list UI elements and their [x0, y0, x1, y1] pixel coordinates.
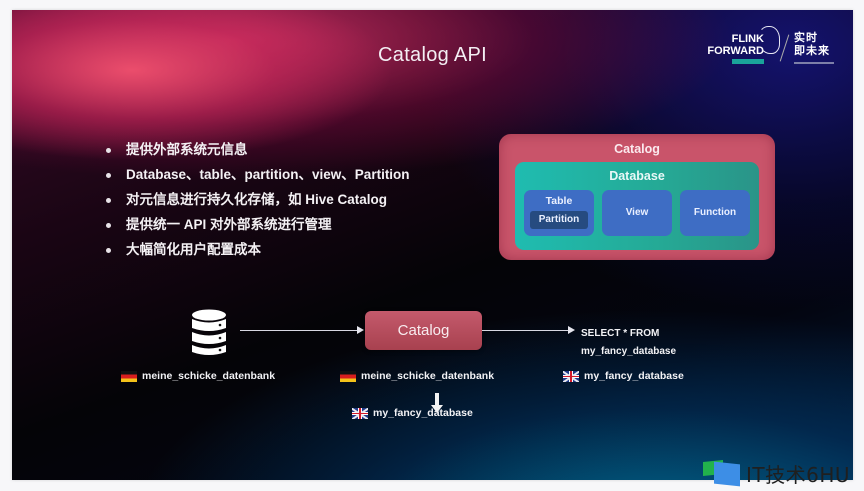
- bullet-text: Database、table、partition、view、Partition: [126, 167, 410, 182]
- database-label: Database: [609, 169, 665, 183]
- bullet-text: 对元信息进行持久化存储，如 Hive Catalog: [126, 192, 388, 207]
- partition-box: Partition: [530, 211, 588, 229]
- logo-cn-subtitle: [794, 62, 834, 64]
- target-db-label: my_fancy_database: [563, 370, 684, 382]
- table-box: Table Partition: [524, 190, 594, 236]
- logo-cn-text: 实时 即未来: [794, 32, 830, 58]
- source-db-name: meine_schicke_datenbank: [142, 370, 276, 382]
- bullet-item: 大幅简化用户配置成本: [104, 242, 410, 267]
- bullet-text: 提供统一 API 对外部系统进行管理: [126, 217, 332, 232]
- logo-badge: [732, 59, 764, 64]
- german-flag-icon: [121, 370, 137, 382]
- watermark-text: IT技术6HU: [746, 462, 851, 487]
- logo-brand-line2: FORWARD: [707, 45, 764, 57]
- watermark: IT技术6HU: [700, 456, 850, 490]
- database-icon: [192, 309, 226, 355]
- database-box: Database Table Partition View Function: [515, 162, 759, 250]
- sql-query: SELECT * FROM my_fancy_database: [581, 325, 676, 361]
- catalog-mapped-label: my_fancy_database: [352, 407, 473, 419]
- catalog-mapped-name: my_fancy_database: [373, 407, 473, 419]
- flink-forward-logo: FLINK FORWARD 实时 即未来: [702, 26, 852, 74]
- german-flag-icon: [340, 370, 356, 382]
- catalog-diagram: Catalog Database Table Partition View Fu…: [499, 134, 775, 260]
- function-label: Function: [693, 207, 737, 218]
- view-box: View: [602, 190, 672, 236]
- watermark-logo-icon: [700, 459, 742, 487]
- bullet-dot-icon: [106, 173, 111, 178]
- squirrel-icon: [758, 26, 780, 54]
- bullet-list: 提供外部系统元信息 Database、table、partition、view、…: [104, 142, 410, 267]
- catalog-node: Catalog: [365, 311, 482, 350]
- bullet-dot-icon: [106, 198, 111, 203]
- uk-flag-icon: [563, 370, 579, 382]
- flow-line-source: [240, 330, 358, 331]
- bullet-item: Database、table、partition、view、Partition: [104, 167, 410, 192]
- arrow-right-icon: [568, 326, 575, 334]
- function-box: Function: [680, 190, 750, 236]
- table-label: Table: [545, 195, 573, 207]
- slide-title: Catalog API: [378, 44, 487, 66]
- arrow-right-icon: [357, 326, 364, 334]
- catalog-label: Catalog: [614, 142, 660, 156]
- flow-line-target: [482, 330, 570, 331]
- bullet-dot-icon: [106, 148, 111, 153]
- logo-cn-line2: 即未来: [794, 45, 830, 57]
- bullet-item: 提供统一 API 对外部系统进行管理: [104, 217, 410, 242]
- bullet-text: 提供外部系统元信息: [126, 142, 248, 157]
- logo-brand-line1: FLINK: [731, 33, 764, 45]
- logo-cn-line1: 实时: [794, 32, 818, 44]
- bullet-dot-icon: [106, 223, 111, 228]
- bullet-text: 大幅简化用户配置成本: [126, 242, 261, 257]
- source-db-label: meine_schicke_datenbank: [121, 370, 275, 382]
- view-label: View: [625, 207, 649, 218]
- bullet-dot-icon: [106, 248, 111, 253]
- uk-flag-icon: [352, 407, 368, 419]
- catalog-source-label: meine_schicke_datenbank: [340, 370, 494, 382]
- sql-line2: my_fancy_database: [581, 346, 677, 357]
- target-db-name: my_fancy_database: [584, 370, 684, 382]
- arrow-down-icon: [431, 393, 443, 414]
- bullet-item: 提供外部系统元信息: [104, 142, 410, 167]
- slide: Catalog API FLINK FORWARD 实时 即未来 提供外部系统元…: [12, 10, 853, 480]
- logo-brand: FLINK FORWARD: [702, 33, 764, 57]
- sql-line1: SELECT * FROM: [581, 328, 660, 339]
- logo-divider: [779, 34, 790, 62]
- catalog-source-name: meine_schicke_datenbank: [361, 370, 495, 382]
- bullet-item: 对元信息进行持久化存储，如 Hive Catalog: [104, 192, 410, 217]
